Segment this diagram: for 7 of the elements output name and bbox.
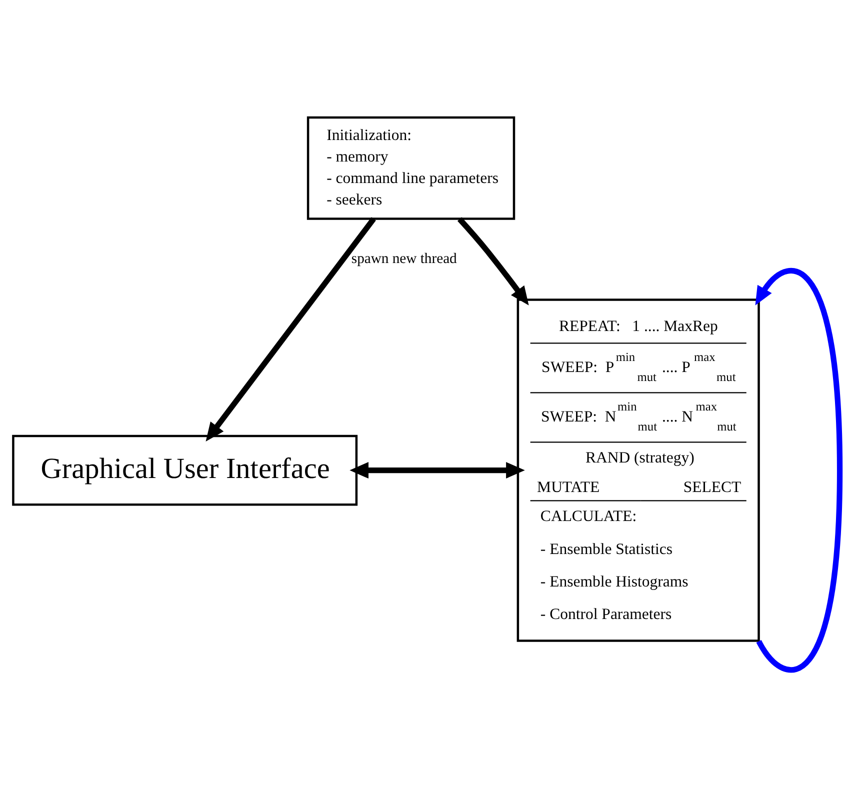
arrow: [755, 268, 843, 672]
node-box: Initialization: - memory - command line parameters - seekers: [306, 116, 516, 220]
arrow: [350, 462, 525, 478]
node-box: Graphical User Interface: [12, 434, 358, 506]
edge-label: spawn new thread: [351, 250, 457, 267]
arrow: [457, 216, 529, 305]
arrow: [206, 216, 376, 441]
